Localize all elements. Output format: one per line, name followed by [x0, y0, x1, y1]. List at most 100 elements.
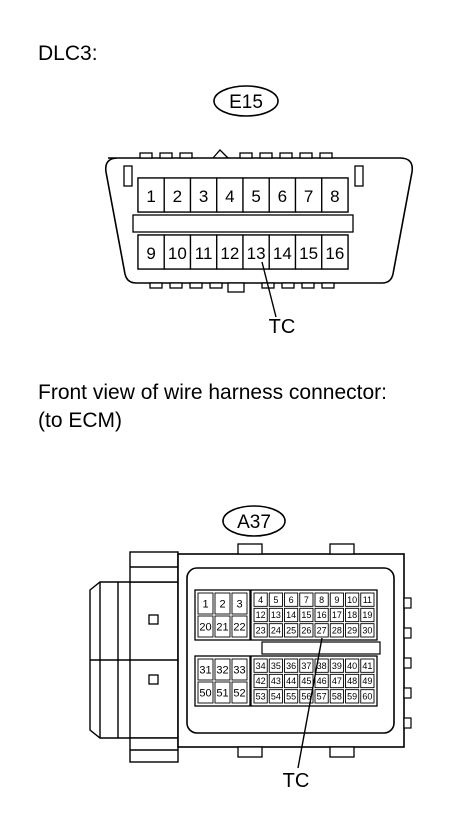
ecm-pin-label: 38: [317, 661, 327, 671]
dlc3-heading: DLC3:: [38, 42, 98, 65]
ecm-lock-hole-lower: [148, 674, 159, 685]
ecm-pin-label: 27: [317, 626, 327, 636]
ecm-pin-label: 52: [233, 687, 245, 699]
ecm-pin-label: 49: [362, 676, 372, 686]
ecm-pin-label: 31: [199, 664, 211, 676]
ecm-pin-59: 59: [345, 689, 360, 704]
ecm-pin-29: 29: [345, 623, 360, 638]
ecm-pin-label: 58: [332, 692, 342, 702]
dlc3-pin-7: 7: [294, 177, 323, 213]
ecm-pin-23: 23: [253, 623, 268, 638]
dlc3-tc-label: TC: [269, 316, 296, 338]
ecm-pin-label: 28: [332, 626, 342, 636]
dlc3-pin-label: 5: [251, 187, 260, 206]
ecm-pin-label: 18: [347, 610, 357, 620]
ecm-pin-8: 8: [314, 592, 329, 607]
dlc3-pin-label: 14: [273, 244, 292, 263]
a37-code-label: A37: [237, 512, 271, 533]
ecm-pin-5: 5: [268, 592, 283, 607]
ecm-pin-25: 25: [284, 623, 299, 638]
ecm-pin-34: 34: [253, 658, 268, 673]
ecm-pin-2: 2: [214, 592, 231, 615]
ecm-pin-label: 11: [363, 595, 372, 605]
ecm-pin-49: 49: [360, 673, 375, 689]
ecm-pin-label: 37: [301, 661, 311, 671]
ecm-pin-11: 11: [360, 592, 375, 607]
ecm-pin-label: 30: [362, 626, 372, 636]
ecm-pin-6: 6: [284, 592, 299, 607]
dlc3-pin-label: 6: [278, 187, 287, 206]
ecm-pin-20: 20: [197, 615, 214, 638]
ecm-pin-label: 50: [199, 687, 211, 699]
ecm-pin-label: 55: [286, 692, 296, 702]
ecm-pin-12: 12: [253, 607, 268, 623]
ecm-pin-26: 26: [299, 623, 314, 638]
ecm-side-tab: [403, 657, 412, 669]
ecm-pin-48: 48: [345, 673, 360, 689]
dlc3-pin-1: 1: [137, 177, 165, 213]
dlc3-pin-4: 4: [216, 177, 244, 213]
ecm-pin-9: 9: [329, 592, 344, 607]
dlc3-top-tooth: [319, 152, 333, 159]
dlc3-bottom-tooth: [169, 282, 183, 289]
ecm-pin-40: 40: [345, 658, 360, 673]
ecm-pin-label: 3: [236, 598, 242, 610]
ecm-pin-label: 22: [233, 621, 245, 633]
a37-code-oval: [222, 505, 286, 537]
ecm-pin-label: 15: [301, 610, 311, 620]
dlc3-pin-label: 7: [304, 187, 313, 206]
dlc3-pin-12: 12: [216, 234, 244, 270]
ecm-pin-52: 52: [231, 681, 248, 704]
ecm-pin-1: 1: [197, 592, 214, 615]
ecm-pin-label: 32: [216, 664, 228, 676]
ecm-pin-57: 57: [314, 689, 329, 704]
e15-code-label: E15: [229, 92, 263, 113]
ecm-pin-label: 1: [202, 598, 208, 610]
ecm-pin-label: 43: [271, 676, 281, 686]
dlc3-bottom-tooth: [301, 282, 315, 289]
dlc3-bottom-latch: [227, 282, 245, 293]
ecm-pin-21: 21: [214, 615, 231, 638]
ecm-pin-label: 16: [317, 610, 327, 620]
ecm-pin-55: 55: [284, 689, 299, 704]
ecm-pin-label: 40: [347, 661, 357, 671]
ecm-pin-58: 58: [329, 689, 344, 704]
ecm-pin-38: 38: [314, 658, 329, 673]
ecm-pin-4: 4: [253, 592, 268, 607]
ecm-pin-44: 44: [284, 673, 299, 689]
ecm-pin-label: 24: [271, 626, 281, 636]
dlc3-pin-label: 13: [247, 244, 266, 263]
ecm-pin-label: 9: [334, 595, 339, 605]
ecm-pin-label: 29: [347, 626, 357, 636]
ecm-pin-15: 15: [299, 607, 314, 623]
ecm-pin-label: 39: [332, 661, 342, 671]
dlc3-pin-2: 2: [163, 177, 192, 213]
dlc3-pin-10: 10: [163, 234, 192, 270]
dlc3-pin-8: 8: [321, 177, 349, 213]
dlc3-pin-13: 13: [242, 234, 270, 270]
dlc3-tc-leader: [261, 261, 277, 318]
ecm-pin-50: 50: [197, 681, 214, 704]
dlc3-pin-label: 12: [220, 244, 239, 263]
ecm-lever-housing: [89, 551, 179, 763]
ecm-pin-3: 3: [231, 592, 248, 615]
dlc3-right-guide: [354, 165, 364, 187]
ecm-pin-label: 34: [256, 661, 266, 671]
ecm-pin-37: 37: [299, 658, 314, 673]
ecm-pin-53: 53: [253, 689, 268, 704]
dlc3-pin-label: 8: [330, 187, 339, 206]
ecm-pin-label: 26: [301, 626, 311, 636]
dlc3-bottom-tooth: [149, 282, 163, 289]
dlc3-pin-15: 15: [294, 234, 323, 270]
dlc3-top-tooth: [139, 152, 153, 159]
ecm-pin-label: 14: [286, 610, 296, 620]
dlc3-pin-11: 11: [189, 234, 218, 270]
dlc3-bottom-tooth: [189, 282, 203, 289]
dlc3-pin-label: 1: [146, 187, 155, 206]
ecm-pin-17: 17: [329, 607, 344, 623]
ecm-pin-label: 53: [256, 692, 266, 702]
ecm-pin-27: 27: [314, 623, 329, 638]
dlc3-top-tooth: [279, 152, 293, 159]
